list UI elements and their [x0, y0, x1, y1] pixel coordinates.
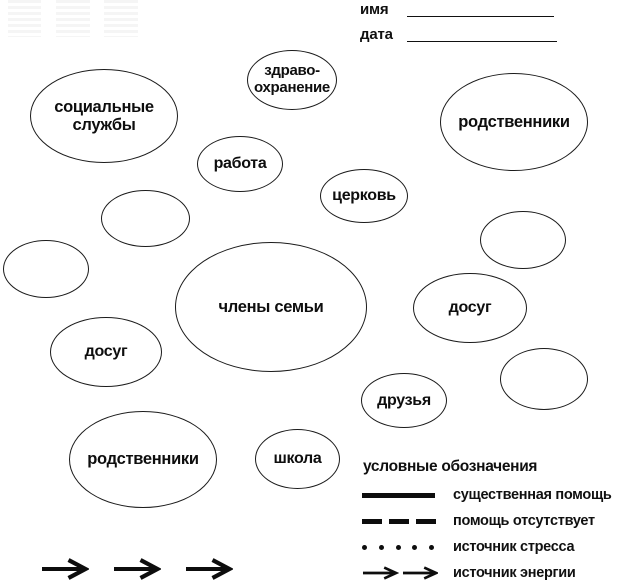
- ellipse-label: друзья: [377, 391, 431, 409]
- legend-item-label: существенная помощь: [453, 487, 612, 503]
- ellipse-relatives-top: родственники: [440, 73, 588, 171]
- legend-item-substantial-help: существенная помощь: [362, 482, 622, 508]
- name-fill-in-line[interactable]: [407, 1, 554, 17]
- legend: условные обозначения существенная помощь…: [362, 458, 622, 586]
- scan-artifact: [104, 0, 138, 37]
- dotted-line-icon: [362, 544, 438, 550]
- ellipse-label: члены семьи: [218, 297, 324, 316]
- ellipse-empty: [3, 240, 89, 298]
- ellipse-friends: друзья: [361, 373, 447, 428]
- legend-item-label: помощь отсутствует: [453, 513, 595, 529]
- ellipse-leisure-left: досуг: [50, 317, 162, 387]
- energy-arrows-icon: [362, 566, 438, 580]
- legend-title: условные обозначения: [363, 458, 538, 475]
- legend-item-label: источник энергии: [453, 565, 576, 581]
- ellipse-label: школа: [273, 450, 322, 468]
- name-label: имя: [360, 1, 389, 18]
- ellipse-label: родственники: [87, 450, 199, 469]
- energy-arrow-icon: [362, 566, 399, 580]
- solid-line-icon: [362, 492, 438, 498]
- legend-item-stress-source: источник стресса: [362, 534, 622, 560]
- ellipse-family-members: члены семьи: [175, 242, 367, 372]
- energy-arrow-icon: [42, 558, 89, 580]
- energy-arrow-icon: [114, 558, 161, 580]
- ellipse-label: социальные службы: [54, 97, 154, 134]
- scan-artifact: [56, 0, 90, 37]
- ellipse-social-services: социальные службы: [30, 69, 178, 163]
- ellipse-empty: [480, 211, 566, 269]
- ellipse-healthcare: здраво-охранение: [247, 50, 337, 110]
- scan-artifact: [8, 0, 41, 37]
- ellipse-work: работа: [197, 136, 283, 192]
- date-label: дата: [360, 26, 393, 43]
- ellipse-school: школа: [255, 429, 340, 489]
- dashed-line-icon: [362, 518, 438, 524]
- legend-item-label: источник стресса: [453, 539, 575, 555]
- ellipse-empty: [101, 190, 190, 247]
- legend-item-no-help: помощь отсутствует: [362, 508, 622, 534]
- ellipse-label: работа: [213, 155, 267, 173]
- date-fill-in-line[interactable]: [407, 26, 557, 42]
- ellipse-label: родственники: [458, 112, 570, 131]
- ellipse-label: досуг: [448, 299, 492, 317]
- ellipse-leisure-right: досуг: [413, 273, 527, 343]
- ellipse-relatives-bottom: родственники: [69, 411, 217, 508]
- energy-arrow-icon: [402, 566, 438, 580]
- ellipse-label: церковь: [332, 187, 396, 205]
- ellipse-church: церковь: [320, 169, 408, 223]
- ellipse-label: досуг: [84, 343, 128, 361]
- ellipse-empty: [500, 348, 588, 410]
- ellipse-label: здраво-охранение: [254, 62, 330, 96]
- energy-arrow-icon: [186, 558, 233, 580]
- legend-item-energy-source: источник энергии: [362, 560, 622, 586]
